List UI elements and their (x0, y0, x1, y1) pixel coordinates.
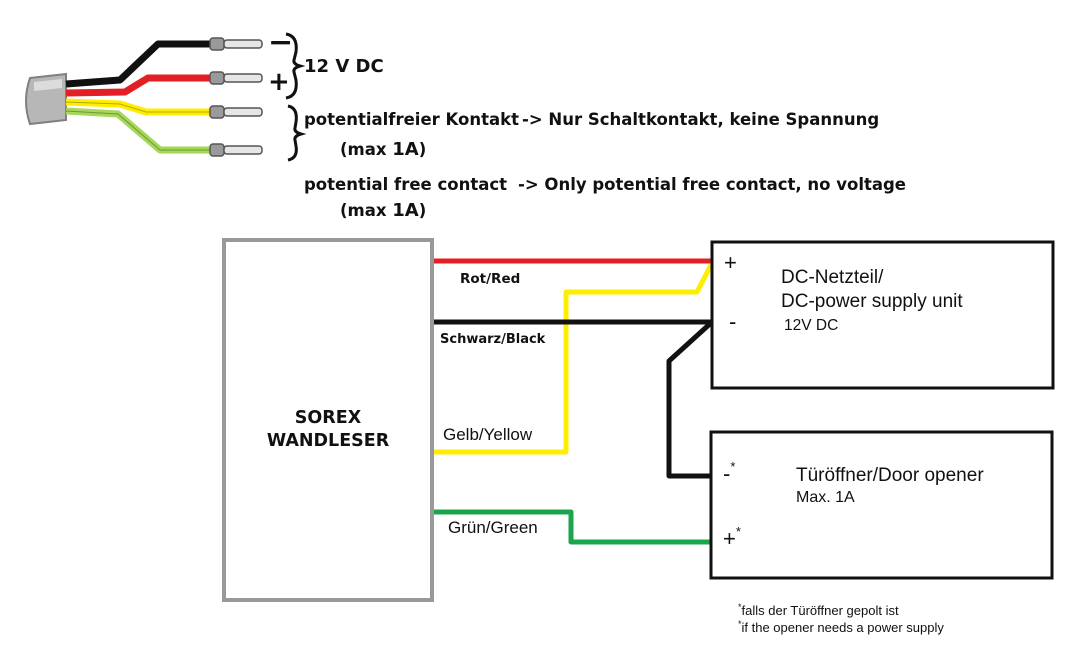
reader-box (222, 238, 434, 602)
cable-wire-red (65, 74, 212, 97)
wire-yellow (432, 263, 714, 455)
max-de-prefix: (max (340, 140, 392, 159)
opener-plus-terminal: +* (723, 524, 741, 551)
cable-wire-light-green-outline (65, 110, 212, 151)
ferrule-4 (209, 143, 263, 157)
contact-label-de: potentialfreier Kontakt (304, 110, 519, 129)
max-de-suffix: ) (419, 140, 427, 159)
cable-wire-black (65, 40, 212, 88)
footnote-1: *falls der Türöffner gepolt ist (738, 602, 899, 618)
opener-title: Türöffner/Door opener (796, 465, 984, 486)
bracket-contact (287, 104, 307, 162)
supply-voltage-label: 12 V DC (304, 56, 384, 77)
footnote-2-star: * (738, 619, 742, 629)
opener-minus-star: * (730, 459, 735, 474)
footnote-2: *if the opener needs a power supply (738, 619, 944, 635)
psu-voltage: 12V DC (784, 317, 838, 334)
contact-note-de: -> Nur Schaltkontakt, keine Spannung (522, 110, 879, 129)
label-wire-green: Grün/Green (448, 518, 538, 537)
label-wire-red: Rot/Red (460, 271, 520, 287)
supply-plus-sign: + (268, 67, 290, 97)
max-en-suffix: ) (419, 201, 427, 220)
footnote-1-text: falls der Türöffner gepolt ist (742, 603, 899, 618)
contact-note-en: -> Only potential free contact, no volta… (518, 175, 906, 194)
max-de-value: 1A (392, 139, 419, 160)
footnote-2-text: if the opener needs a power supply (742, 620, 945, 635)
max-en-value: 1A (392, 200, 419, 221)
opener-box (709, 430, 1054, 580)
ferrule-1 (209, 37, 263, 51)
reader-name-line2: WANDLESER (267, 431, 390, 451)
cable-illustration: − + 12 V DC potentialfreier Kontakt -> N… (25, 25, 906, 221)
psu-minus-terminal: - (729, 309, 736, 334)
bracket-supply (285, 32, 306, 100)
supply-minus-sign: − (268, 25, 293, 60)
label-wire-yellow: Gelb/Yellow (443, 425, 533, 444)
wire-black-opener (666, 320, 714, 479)
max-en-prefix: (max (340, 201, 392, 220)
contact-label-en: potential free contact (304, 175, 507, 194)
ferrule-2 (209, 71, 263, 85)
cable-jacket-highlight (34, 79, 62, 91)
label-wire-black: Schwarz/Black (440, 332, 546, 347)
wiring-lines (432, 258, 714, 545)
psu-title-line2: DC-power supply unit (781, 291, 963, 312)
opener-minus-sign: - (723, 461, 730, 486)
opener-plus-star: * (736, 524, 741, 539)
ferrule-3 (209, 105, 263, 119)
footnote-1-star: * (738, 602, 742, 612)
wire-green (432, 509, 711, 545)
psu-box (710, 240, 1055, 390)
psu-plus-terminal: + (724, 250, 737, 275)
reader-name-line1: SOREX (295, 408, 362, 428)
max-current-de: (max 1A) (340, 139, 426, 160)
opener-minus-terminal: -* (723, 459, 735, 486)
max-current-en: (max 1A) (340, 200, 426, 221)
opener-plus-sign: + (723, 526, 736, 551)
cable-wire-yellow-outline (65, 101, 212, 113)
opener-max: Max. 1A (796, 489, 855, 506)
psu-title-line1: DC-Netzteil/ (781, 267, 884, 288)
cable-wire-light-green (65, 107, 212, 154)
